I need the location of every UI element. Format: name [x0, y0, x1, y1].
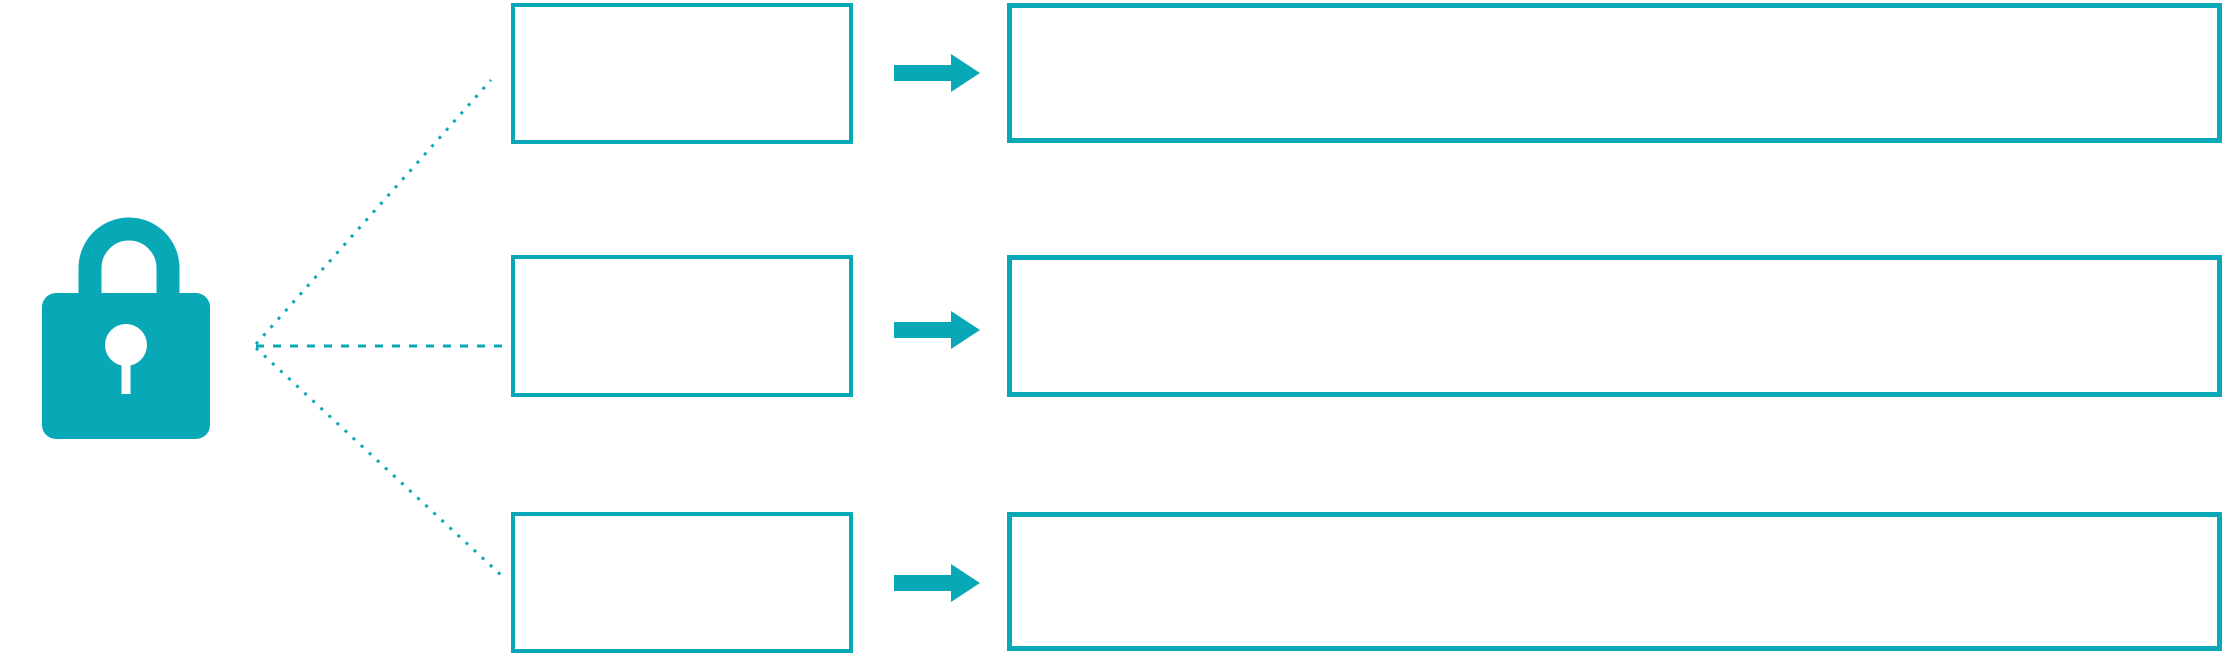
arrow-right-glyph: [894, 311, 980, 349]
description-box-1: [1007, 3, 2222, 143]
lock-icon: [42, 217, 210, 439]
dotted-connector-top: [254, 79, 493, 345]
dotted-connector-bottom: [254, 346, 504, 578]
arrow-right-icon: [894, 54, 980, 92]
term-box-2: [511, 255, 853, 397]
arrow-right-icon: [894, 311, 980, 349]
description-box-3: [1007, 512, 2222, 651]
arrow-right-icon: [894, 564, 980, 602]
description-box-2: [1007, 255, 2222, 397]
lock-keyhole-stem: [121, 345, 131, 394]
term-box-3: [511, 512, 853, 653]
term-box-1: [511, 3, 853, 144]
lock-shackle: [78, 217, 180, 306]
arrow-right-glyph: [894, 564, 980, 602]
arrow-right-glyph: [894, 54, 980, 92]
